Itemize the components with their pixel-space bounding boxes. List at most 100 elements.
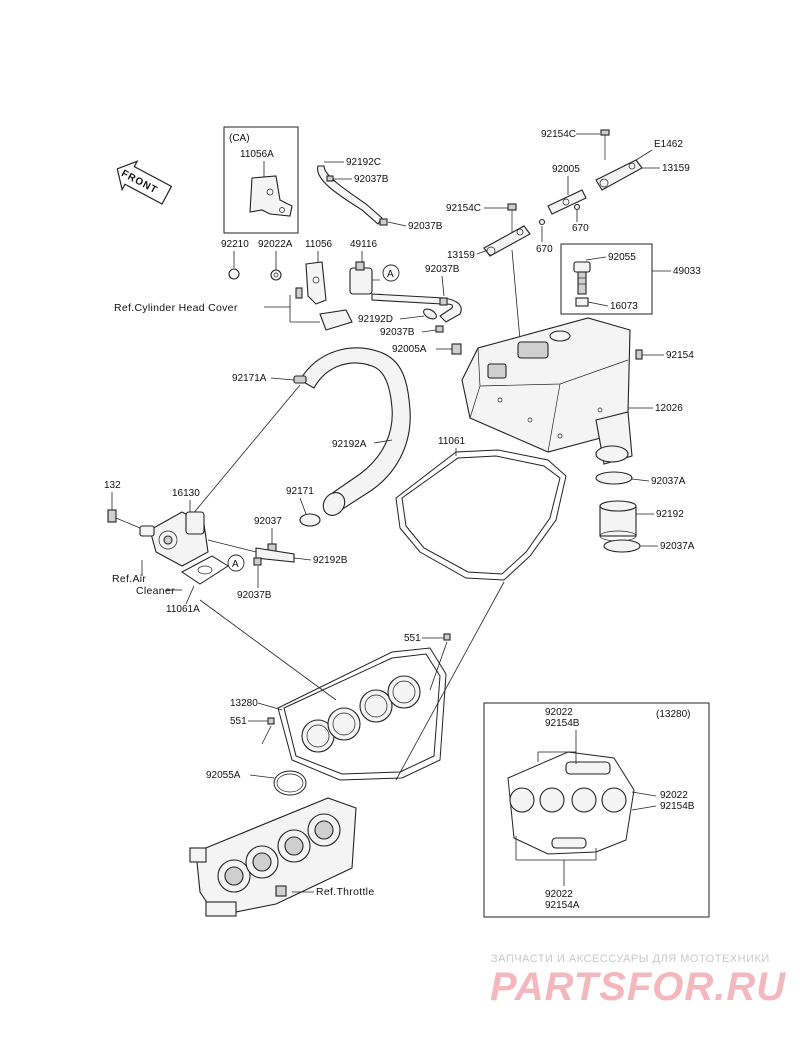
leader-13159-to-cover (511, 249, 521, 341)
front-arrow: FRONT (116, 160, 173, 205)
inset-air-box (507, 751, 635, 855)
bolt-cylinder-head (295, 287, 303, 299)
part-92037A-2: 92037A (660, 541, 695, 552)
bolt-132 (107, 509, 117, 523)
part-132: 132 (104, 480, 121, 491)
inset-92022-bottom: 92022 (545, 889, 573, 900)
part-12026: 12026 (655, 403, 683, 414)
screw-551-a (443, 633, 451, 641)
nut-92210 (228, 268, 240, 280)
part-13159-right: 13159 (662, 163, 690, 174)
part-92005: 92005 (552, 164, 580, 175)
air-valve-16130 (139, 511, 209, 567)
air-box-lower-13280 (277, 647, 447, 781)
oring-670-b (538, 218, 546, 226)
part-16073: 16073 (610, 301, 638, 312)
ref-cylinder-head-cover: Ref.Cylinder Head Cover (114, 302, 238, 314)
watermark-brand: PARTSFOR.RU (490, 965, 786, 1009)
sensor-49033 (573, 261, 591, 295)
part-92037B-1: 92037B (354, 174, 389, 185)
part-92192A: 92192A (332, 439, 367, 450)
bolt-92154C-top (600, 129, 610, 160)
clamp-92171 (299, 513, 321, 527)
part-E1462: E1462 (654, 139, 683, 150)
inset-92154B-top: 92154B (545, 718, 580, 729)
hose-92192B (255, 547, 295, 563)
part-92037: 92037 (254, 516, 282, 527)
inset-92154A-bottom: 92154A (545, 900, 580, 911)
part-13159-left: 13159 (447, 250, 475, 261)
oring-670-a (573, 203, 581, 211)
sensor-box-49033 (560, 243, 653, 315)
fitting-92005A (451, 343, 462, 355)
washer-92022A (270, 269, 282, 281)
clamp-92037A-2 (603, 539, 641, 553)
part-16130: 16130 (172, 488, 200, 499)
part-92192C: 92192C (346, 157, 381, 168)
inset-92022-top: 92022 (545, 707, 573, 718)
ref-air-1: Ref.Air (112, 573, 146, 585)
part-11061A: 11061A (166, 604, 200, 615)
part-92055: 92055 (608, 252, 636, 263)
clamp-92037B-5 (253, 557, 262, 566)
clamp-92037B-4 (435, 325, 444, 333)
inset-92154B-right: 92154B (660, 801, 695, 812)
oring-92055A (273, 770, 307, 796)
duct-hose-92192A (299, 347, 411, 513)
clamp-92037B-2 (379, 218, 388, 226)
gasket-11061 (395, 449, 567, 581)
part-49033: 49033 (673, 266, 701, 277)
bracket-11056A (249, 175, 293, 217)
part-92192D: 92192D (358, 314, 393, 325)
air-box-cover-12026 (461, 317, 633, 465)
valve-49116 (349, 261, 380, 295)
callout-A-bottom-letter: A (232, 559, 239, 570)
part-92037B-5: 92037B (237, 590, 272, 601)
part-11056: 11056 (305, 239, 333, 250)
leader-11061-to-13280 (395, 581, 505, 781)
sleeve-92192 (599, 500, 637, 542)
part-670-b: 670 (536, 244, 553, 255)
inset-box-13280 (483, 702, 710, 918)
bracket-11056 (305, 261, 327, 305)
callout-A-top (382, 264, 400, 282)
watermark-tagline: ЗАПЧАСТИ И АКСЕССУАРЫ ДЛЯ МОТОТЕХНИКИ (491, 953, 770, 965)
part-92154: 92154 (666, 350, 694, 361)
part-92037B-4: 92037B (380, 327, 415, 338)
part-92005A: 92005A (392, 344, 427, 355)
ref-throttle: Ref.Throttle (316, 886, 374, 898)
bolt-92154C-mid (507, 203, 517, 232)
bolt-92154 (635, 349, 643, 360)
part-92154C-mid: 92154C (446, 203, 481, 214)
part-92055A: 92055A (206, 770, 241, 781)
ref-air-2: Cleaner (136, 585, 175, 597)
clamp-92037B-1 (326, 175, 334, 182)
part-92037B-2: 92037B (408, 221, 443, 232)
part-11061: 11061 (438, 436, 466, 447)
ca-box-label: (CA) (229, 133, 250, 144)
bracket-lower-11056 (319, 309, 353, 331)
part-13280: 13280 (230, 698, 258, 709)
part-92171: 92171 (286, 486, 314, 497)
inset-92022-right: 92022 (660, 790, 688, 801)
inset-box-label: (13280) (656, 709, 690, 720)
part-92154C-top: 92154C (541, 129, 576, 140)
part-92171A: 92171A (232, 373, 267, 384)
clamp-92037B-3 (439, 297, 448, 306)
part-92037A-1: 92037A (651, 476, 686, 487)
leader-11061A-to-13280 (199, 599, 337, 701)
part-92022A: 92022A (258, 239, 293, 250)
screw-551-b (267, 717, 275, 725)
breather-pipe-13159-left (483, 225, 531, 257)
part-551-a: 551 (404, 633, 421, 644)
clamp-92171A (293, 375, 307, 384)
part-11056A: 11056A (240, 149, 274, 160)
gasket-16073 (575, 297, 589, 307)
part-92192B: 92192B (313, 555, 348, 566)
gasket-11061A (181, 555, 229, 585)
callout-A-bottom (227, 554, 245, 572)
leader-92171A-to-16130 (191, 384, 301, 516)
callout-A-top-letter: A (387, 269, 394, 280)
throttle-body (189, 797, 357, 917)
part-92210: 92210 (221, 239, 249, 250)
